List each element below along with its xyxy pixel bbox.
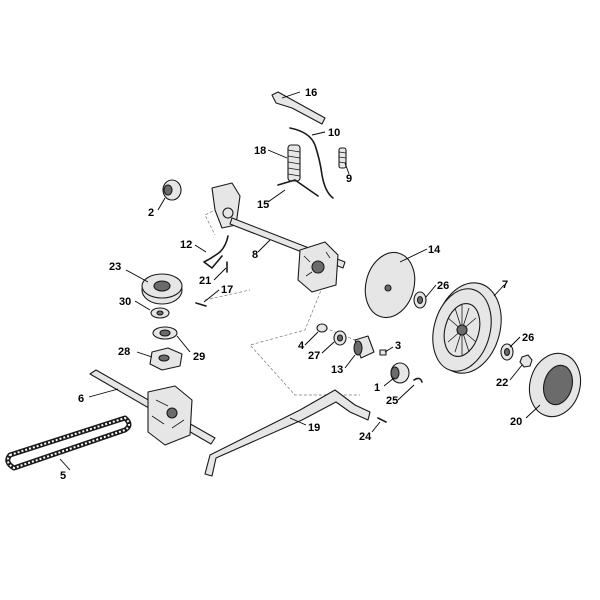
- callout-25: 25: [386, 395, 398, 407]
- callout-4: 4: [298, 340, 305, 352]
- callout-14: 14: [428, 244, 441, 256]
- part-15-rod: [277, 179, 319, 197]
- callout-12: 12: [180, 239, 192, 251]
- callout-2: 2: [148, 207, 154, 219]
- part-4-washer: [316, 323, 328, 333]
- part-8-axle-assembly: [211, 182, 346, 293]
- callout-13: 13: [331, 364, 343, 376]
- part-10-rod: [289, 127, 334, 199]
- part-29-bearing: [152, 326, 178, 340]
- callout-7: 7: [502, 279, 508, 291]
- part-19-lever: [204, 389, 371, 477]
- callout-18: 18: [254, 145, 266, 157]
- callout-28: 28: [118, 346, 130, 358]
- callout-17: 17: [221, 284, 233, 296]
- part-2-bushing: [162, 179, 182, 201]
- part-7-wheel: [432, 282, 502, 374]
- part-14-wheel-disc: [364, 251, 416, 319]
- callout-26-left: 26: [437, 280, 449, 292]
- callout-15: 15: [257, 199, 269, 211]
- part-18-spring: [287, 144, 301, 182]
- part-20-hubcap: [528, 352, 582, 418]
- part-22-nut: [519, 354, 533, 368]
- callout-20: 20: [510, 416, 522, 428]
- callout-29: 29: [193, 351, 205, 363]
- callout-3: 3: [395, 340, 401, 352]
- part-17-pin: [195, 302, 207, 307]
- callout-labels: 16 10 18 9 15 2 8 12 21 17 23 30 28 29 6…: [60, 87, 534, 482]
- callout-23: 23: [109, 261, 121, 273]
- part-1-gear: [390, 362, 410, 384]
- part-26-washer-right: [500, 343, 514, 361]
- callout-5: 5: [60, 470, 66, 482]
- gearbox: [147, 385, 193, 446]
- part-16-bracket: [271, 91, 326, 125]
- part-12-wire-clip: [203, 235, 229, 269]
- part-28-gear: [149, 347, 183, 371]
- callout-6: 6: [78, 393, 84, 405]
- callout-21: 21: [199, 275, 211, 287]
- callout-30: 30: [119, 296, 131, 308]
- callout-24: 24: [359, 431, 372, 443]
- callout-22: 22: [496, 377, 508, 389]
- part-3-pin: [379, 349, 387, 356]
- part-23-pulley: [141, 273, 183, 305]
- part-30-washer: [150, 307, 170, 319]
- part-26-washer-left: [413, 291, 427, 309]
- callout-16: 16: [305, 87, 317, 99]
- callout-26-right: 26: [522, 332, 534, 344]
- part-24-pin: [377, 417, 387, 423]
- part-5-belt: [5, 415, 132, 471]
- callout-1: 1: [374, 382, 380, 394]
- callout-leader-lines: [59, 91, 541, 471]
- part-25-clip: [413, 377, 423, 383]
- callout-8: 8: [252, 249, 258, 261]
- callout-19: 19: [308, 422, 320, 434]
- part-13-pinion: [353, 335, 375, 359]
- part-27-bushing: [333, 330, 347, 346]
- callout-27: 27: [308, 350, 320, 362]
- callout-9: 9: [346, 173, 352, 185]
- part-9-small-spring: [338, 147, 347, 169]
- callout-10: 10: [328, 127, 340, 139]
